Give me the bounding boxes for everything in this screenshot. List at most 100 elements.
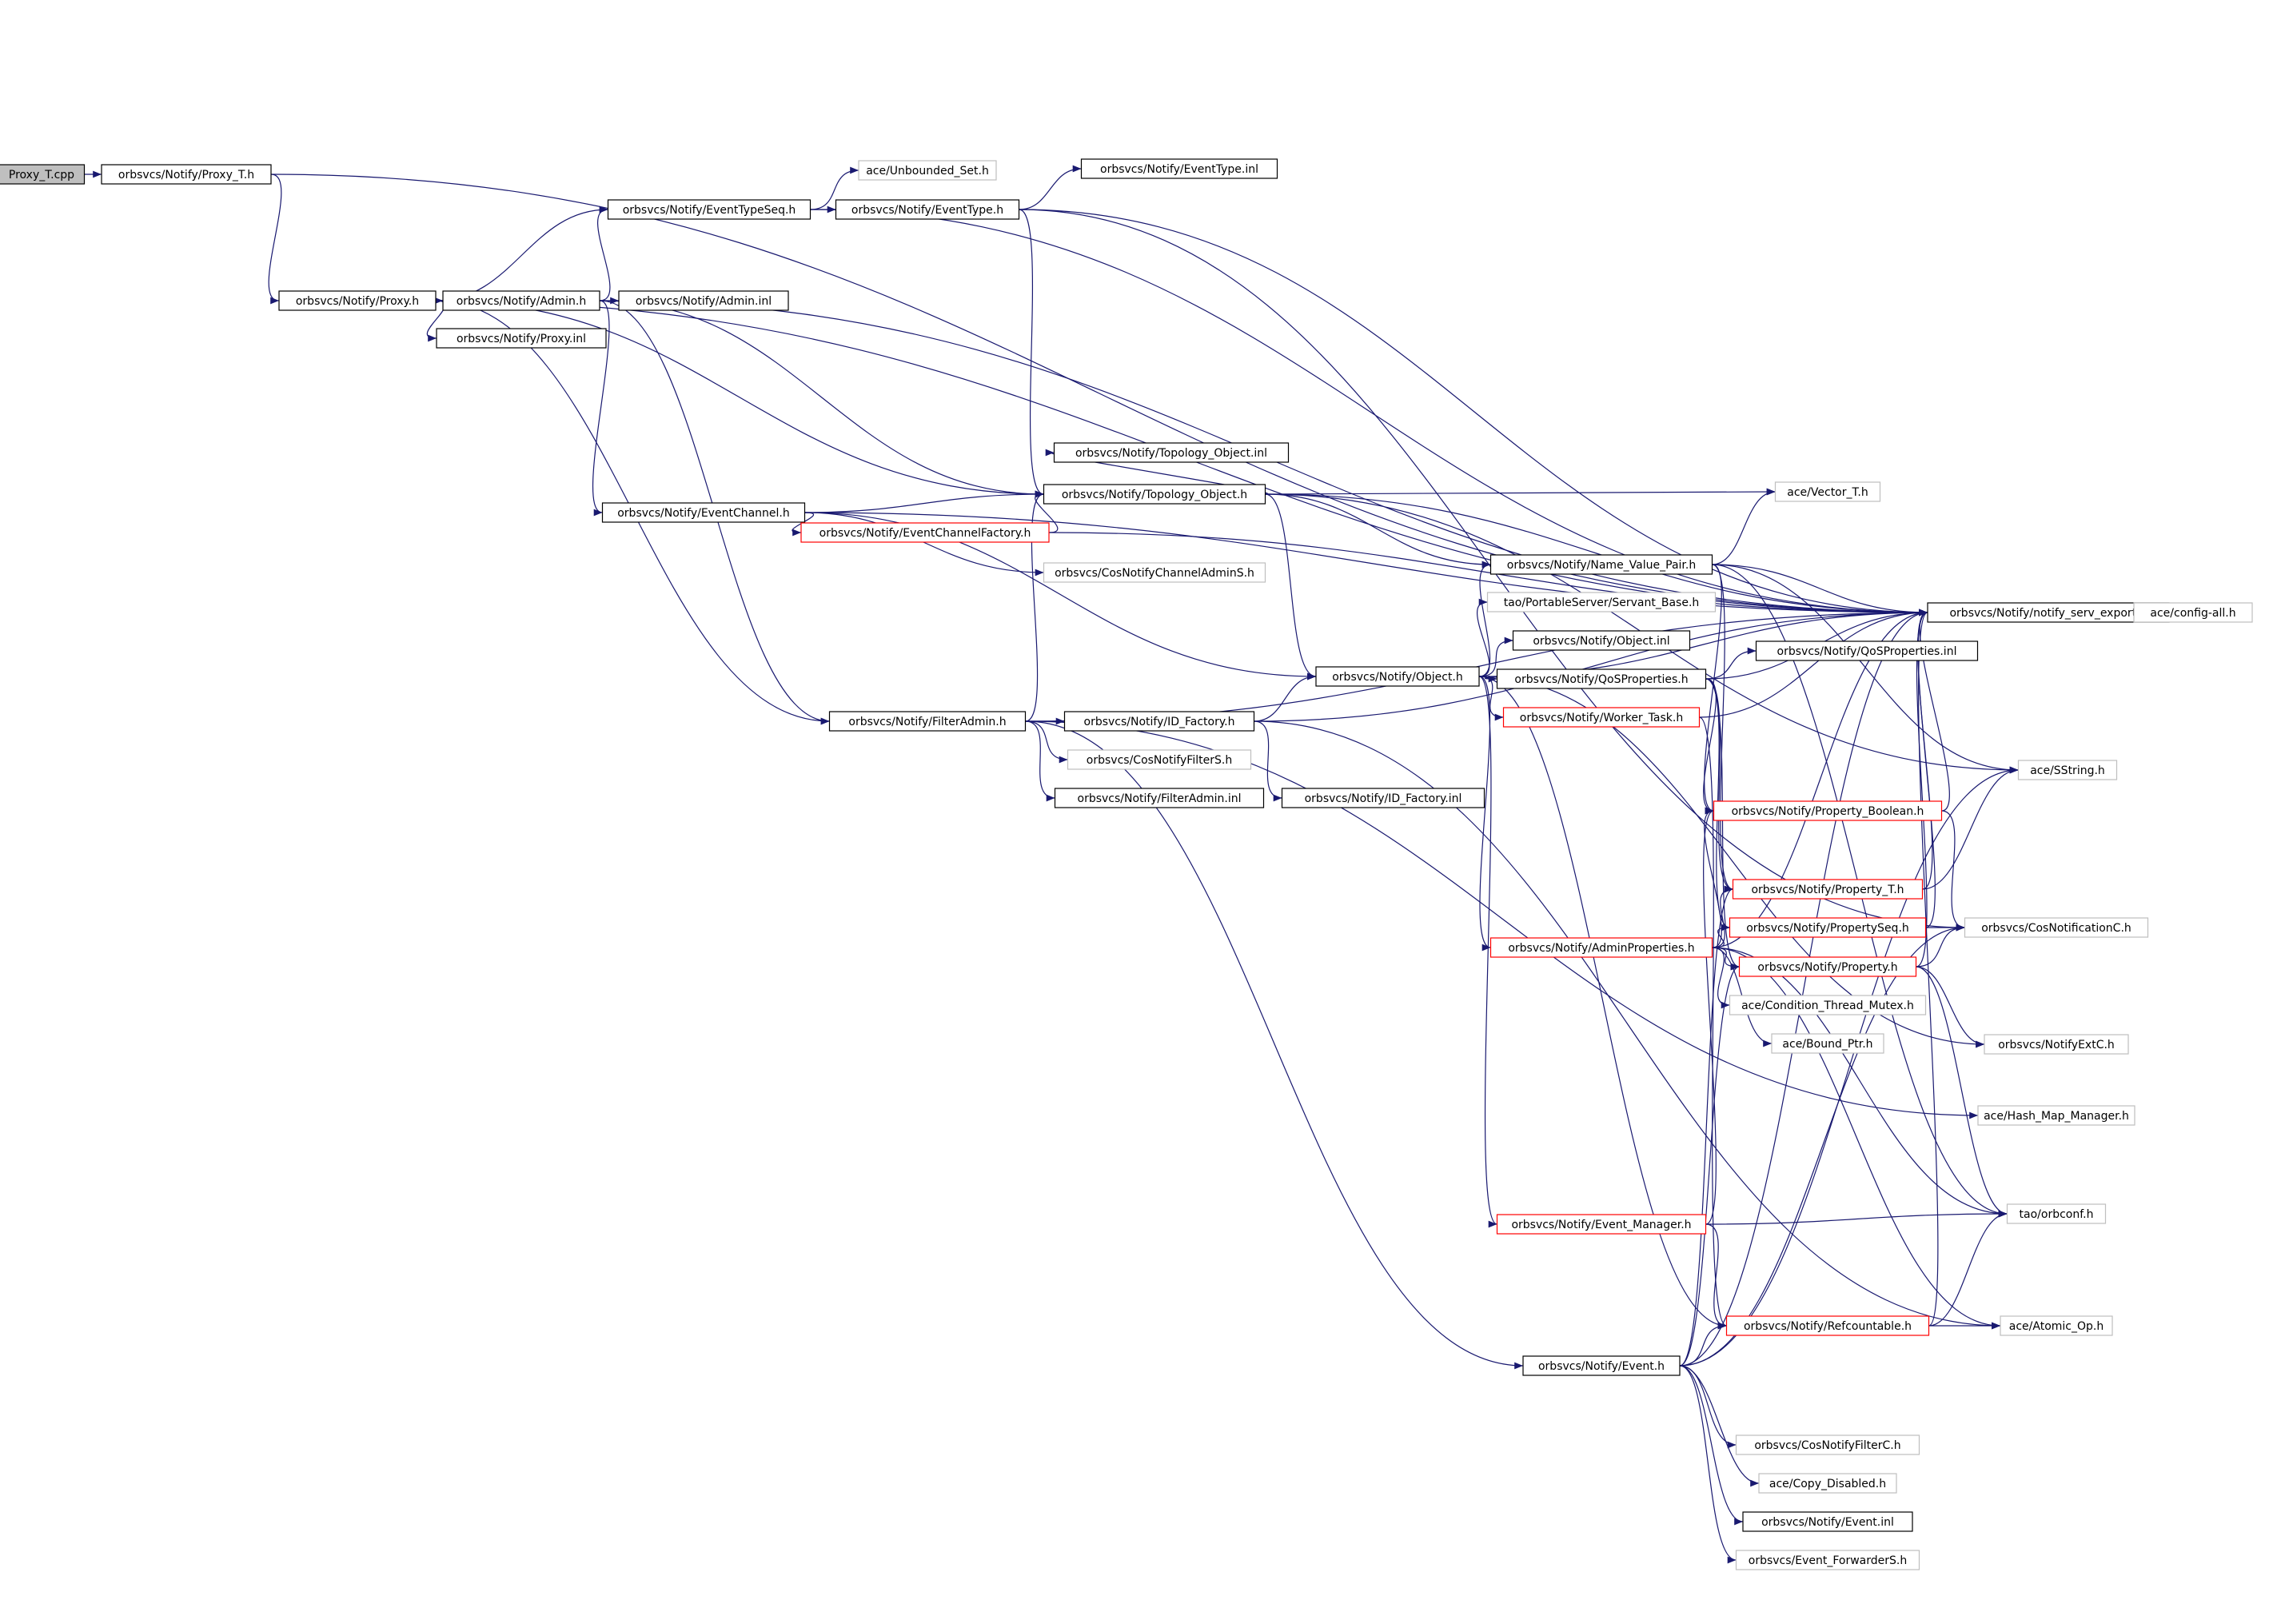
node-box bbox=[1489, 554, 1713, 575]
edge-topology-object-h-to-object-h bbox=[1265, 493, 1317, 680]
node-label: ace/Bound_Ptr.h bbox=[1782, 1038, 1872, 1051]
edge-object-h-to-notifyextc-h bbox=[1478, 676, 1985, 1048]
edge-qosproperties-h-to-property-boolean-h bbox=[1703, 678, 1717, 815]
node-box bbox=[101, 164, 272, 185]
node-config-all-h: ace/config-all.h bbox=[2133, 602, 2253, 623]
edge-refcountable-h-to-notify-serv-export-h bbox=[1918, 609, 1939, 1327]
node-label: Proxy_T.cpp bbox=[9, 169, 74, 182]
edge-filteradmin-h-to-filteradmin-inl bbox=[1025, 720, 1055, 802]
node-box bbox=[1043, 484, 1266, 505]
edge-object-h-to-object-inl bbox=[1478, 636, 1513, 677]
node-proxy-h: orbsvcs/Notify/Proxy.h bbox=[278, 290, 437, 311]
node-box bbox=[828, 711, 1027, 732]
node-proxy-t-h: orbsvcs/Notify/Proxy_T.h bbox=[101, 164, 272, 185]
edge-event-h-to-notify-serv-export-h bbox=[1679, 609, 1928, 1367]
edge-event-h-to-property-h bbox=[1679, 963, 1740, 1367]
node-box bbox=[1053, 442, 1290, 463]
edge-event-h-to-property-t-h bbox=[1679, 885, 1733, 1367]
node-event-inl: orbsvcs/Notify/Event.inl bbox=[1742, 1511, 1913, 1532]
node-admin-h: orbsvcs/Notify/Admin.h bbox=[442, 290, 600, 311]
node-label: orbsvcs/CosNotifyChannelAdminS.h bbox=[1055, 567, 1254, 580]
node-label: orbsvcs/Notify/EventType.inl bbox=[1100, 163, 1258, 176]
node-hash-map-manager-h: ace/Hash_Map_Manager.h bbox=[1977, 1105, 2135, 1126]
edge-event-manager-h-to-property-boolean-h bbox=[1703, 807, 1717, 1225]
node-label: tao/PortableServer/Servant_Base.h bbox=[1504, 597, 1700, 609]
node-id-factory-inl: orbsvcs/Notify/ID_Factory.inl bbox=[1281, 788, 1485, 808]
node-notifyextc-h: orbsvcs/NotifyExtC.h bbox=[1984, 1034, 2129, 1055]
node-label: orbsvcs/Notify/Proxy.h bbox=[296, 295, 419, 308]
edge-object-h-to-name-value-pair-h bbox=[1478, 561, 1491, 677]
node-box bbox=[1502, 707, 1701, 728]
node-topology-object-inl: orbsvcs/Notify/Topology_Object.inl bbox=[1053, 442, 1290, 463]
node-label: orbsvcs/CosNotificationC.h bbox=[1981, 922, 2131, 935]
node-label: orbsvcs/Notify/EventChannel.h bbox=[617, 507, 790, 520]
node-box bbox=[1486, 592, 1717, 612]
node-box bbox=[1512, 630, 1691, 651]
node-box bbox=[1496, 668, 1707, 689]
node-label: orbsvcs/Notify/Refcountable.h bbox=[1744, 1320, 1912, 1333]
edge-filteradmin-h-to-event-h bbox=[1025, 720, 1524, 1370]
edge-admin-h-to-topology-object-h bbox=[599, 300, 1044, 498]
node-condition-thread-mutex-h: ace/Condition_Thread_Mutex.h bbox=[1729, 995, 1927, 1015]
node-label: ace/Unbounded_Set.h bbox=[866, 165, 989, 178]
node-label: ace/Vector_T.h bbox=[1787, 486, 1868, 499]
node-label: orbsvcs/CosNotifyFilterC.h bbox=[1754, 1439, 1900, 1452]
edge-filteradmin-h-to-hash-map-manager-h bbox=[1025, 720, 1979, 1119]
node-id-factory-h: orbsvcs/Notify/ID_Factory.h bbox=[1063, 711, 1255, 732]
node-box bbox=[1063, 711, 1255, 732]
node-label: ace/Condition_Thread_Mutex.h bbox=[1741, 1000, 1914, 1012]
node-box bbox=[1080, 158, 1278, 179]
node-box bbox=[2006, 1203, 2107, 1224]
node-worker-task-h: orbsvcs/Notify/Worker_Task.h bbox=[1502, 707, 1701, 728]
edge-adminproperties-h-to-orbconf-h bbox=[1712, 947, 2008, 1218]
node-object-inl: orbsvcs/Notify/Object.inl bbox=[1512, 630, 1691, 651]
node-label: orbsvcs/Event_ForwarderS.h bbox=[1749, 1554, 1907, 1567]
node-label: orbsvcs/NotifyExtC.h bbox=[1998, 1039, 2115, 1051]
node-label: orbsvcs/Notify/EventTypeSeq.h bbox=[623, 204, 796, 217]
node-label: ace/config-all.h bbox=[2150, 607, 2235, 620]
edge-property-boolean-h-to-cosnotificationc-h bbox=[1941, 810, 1965, 932]
node-box bbox=[1977, 1105, 2135, 1126]
node-box bbox=[1489, 937, 1713, 958]
node-label: orbsvcs/Notify/EventChannelFactory.h bbox=[819, 527, 1031, 540]
node-servant-base-h: tao/PortableServer/Servant_Base.h bbox=[1486, 592, 1717, 612]
edge-object-h-to-event-manager-h bbox=[1478, 676, 1497, 1228]
node-label: orbsvcs/Notify/Property.h bbox=[1757, 961, 1897, 974]
edge-event-h-to-event-forwarders-h bbox=[1679, 1365, 1737, 1564]
edge-event-h-to-refcountable-h bbox=[1679, 1322, 1727, 1367]
edge-eventchannel-h-to-object-h bbox=[804, 512, 1317, 680]
node-box bbox=[1496, 1214, 1707, 1235]
node-box bbox=[1771, 1033, 1884, 1054]
edge-id-factory-h-to-object-h bbox=[1254, 672, 1317, 722]
node-box bbox=[0, 164, 86, 185]
node-box bbox=[601, 502, 806, 523]
node-label: orbsvcs/Notify/FilterAdmin.h bbox=[848, 716, 1006, 728]
edge-admin-h-to-eventchannel-h bbox=[592, 300, 610, 517]
edge-id-factory-h-to-id-factory-inl bbox=[1254, 720, 1282, 802]
node-label: ace/SString.h bbox=[2030, 764, 2105, 777]
node-label: orbsvcs/Notify/Proxy_T.h bbox=[118, 169, 254, 182]
node-filteradmin-h: orbsvcs/Notify/FilterAdmin.h bbox=[828, 711, 1027, 732]
node-eventtypeseq-h: orbsvcs/Notify/EventTypeSeq.h bbox=[607, 199, 812, 220]
node-label: orbsvcs/Notify/Admin.inl bbox=[636, 295, 772, 308]
node-box bbox=[800, 522, 1050, 543]
node-eventtype-inl: orbsvcs/Notify/EventType.inl bbox=[1080, 158, 1278, 179]
edge-event-h-to-event-inl bbox=[1679, 1365, 1744, 1526]
node-property-h: orbsvcs/Notify/Property.h bbox=[1738, 956, 1917, 977]
node-cosnotifyfilterc-h: orbsvcs/CosNotifyFilterC.h bbox=[1735, 1434, 1920, 1455]
node-proxy-t-cpp: Proxy_T.cpp bbox=[0, 164, 86, 185]
node-cosnotifyfilters-h: orbsvcs/CosNotifyFilterS.h bbox=[1067, 749, 1252, 770]
edge-eventtype-h-to-eventtype-inl bbox=[1019, 165, 1082, 210]
node-box bbox=[1732, 879, 1924, 900]
edge-qosproperties-h-to-property-h bbox=[1705, 678, 1740, 971]
node-box bbox=[436, 328, 607, 349]
node-property-boolean-h: orbsvcs/Notify/Property_Boolean.h bbox=[1713, 800, 1943, 821]
edge-property-h-to-notifyextc-h bbox=[1916, 966, 1985, 1048]
node-admin-inl: orbsvcs/Notify/Admin.inl bbox=[618, 290, 789, 311]
node-adminproperties-h: orbsvcs/Notify/AdminProperties.h bbox=[1489, 937, 1713, 958]
edge-id-factory-h-to-notify-serv-export-h bbox=[1254, 609, 1928, 722]
node-label: orbsvcs/Notify/AdminProperties.h bbox=[1508, 942, 1694, 955]
node-label: orbsvcs/Notify/Object.inl bbox=[1533, 635, 1669, 648]
